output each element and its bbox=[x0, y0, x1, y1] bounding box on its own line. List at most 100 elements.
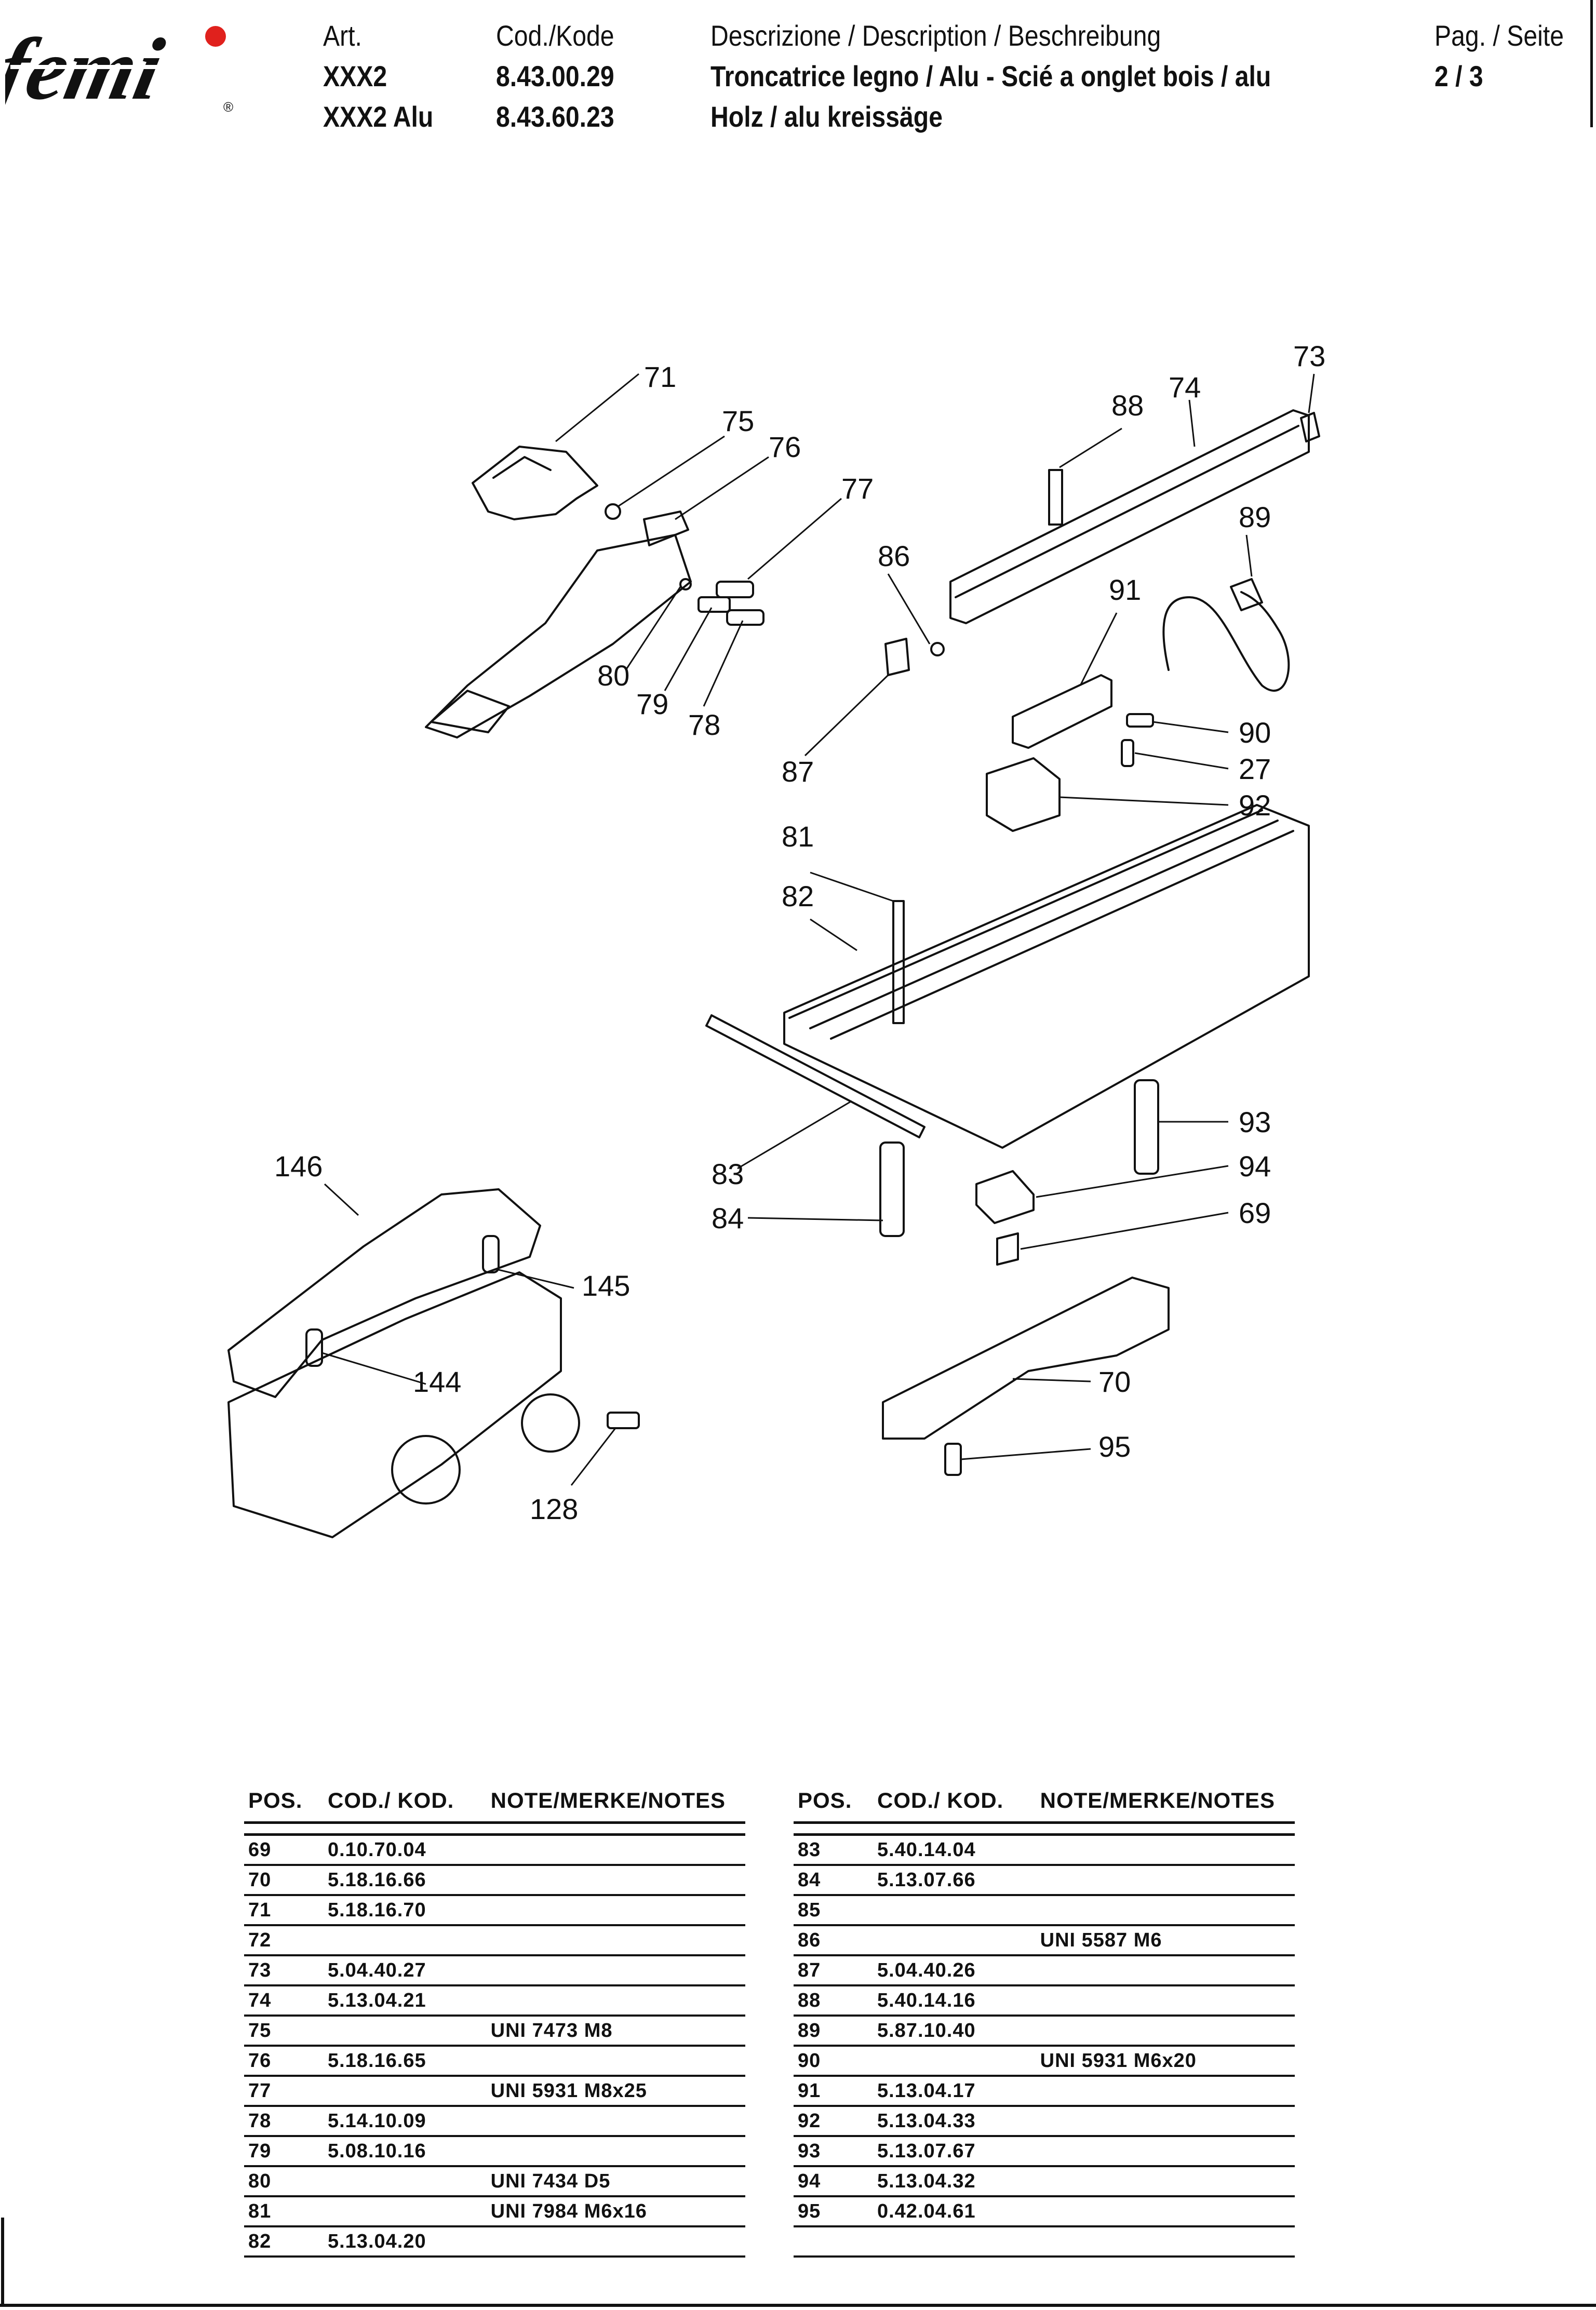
notes-cell bbox=[1036, 1834, 1295, 1866]
notes-cell: UNI 7984 M6x16 bbox=[486, 2196, 745, 2227]
pos-cell: 84 bbox=[794, 1865, 873, 1896]
notes-cell bbox=[1036, 1865, 1295, 1896]
callout-label: 80 bbox=[597, 659, 629, 692]
notes-cell bbox=[486, 2136, 745, 2167]
code-cell: 5.40.14.16 bbox=[873, 1985, 1036, 2017]
part-92-block bbox=[986, 757, 1061, 832]
pos-cell: 76 bbox=[244, 2046, 324, 2077]
part-87-bracket bbox=[884, 638, 910, 676]
part-83-rack bbox=[705, 1014, 926, 1138]
table-row: 85 bbox=[794, 1895, 1295, 1926]
callout-label: 88 bbox=[1111, 389, 1144, 422]
part-146-motor-cover bbox=[227, 1188, 541, 1398]
callout-label: 145 bbox=[582, 1269, 630, 1302]
notes-cell bbox=[1036, 1955, 1295, 1986]
cod-label: Cod./Kode bbox=[496, 19, 614, 52]
notes-cell bbox=[1036, 2016, 1295, 2047]
description-line: Holz / alu kreissäge bbox=[710, 100, 943, 133]
part-76-guard-tip bbox=[430, 690, 510, 733]
code-cell: 5.04.40.26 bbox=[873, 1955, 1036, 1986]
part-90-screw bbox=[1126, 713, 1154, 728]
callout-label: 76 bbox=[769, 431, 801, 463]
callout-label: 89 bbox=[1239, 501, 1271, 533]
pos-cell: 70 bbox=[244, 1865, 324, 1896]
pos-cell: 73 bbox=[244, 1955, 324, 1986]
leader-lines bbox=[321, 373, 1315, 1486]
header-page-column: Pag. / Seite 2 / 3 bbox=[1434, 16, 1564, 97]
code-cell bbox=[873, 1895, 1036, 1926]
callout-label: 84 bbox=[712, 1202, 744, 1234]
page-number: 2 / 3 bbox=[1434, 60, 1483, 92]
notes-cell: UNI 5931 M6x20 bbox=[1036, 2046, 1295, 2077]
code-cell: 0.10.70.04 bbox=[323, 1834, 487, 1866]
part-motor-end bbox=[521, 1393, 580, 1453]
code-cell bbox=[323, 2016, 487, 2047]
pos-cell: 74 bbox=[244, 1985, 324, 2017]
notes-cell bbox=[1036, 1895, 1295, 1926]
code-cell bbox=[873, 2226, 1036, 2258]
pos-cell: 78 bbox=[244, 2106, 324, 2137]
column-header-notes: NOTE/MERKE/NOTES bbox=[1036, 1779, 1295, 1824]
table-row bbox=[794, 2226, 1295, 2258]
part-73-clip bbox=[1300, 412, 1320, 442]
code-cell bbox=[323, 2166, 487, 2197]
notes-cell bbox=[1036, 2196, 1295, 2227]
code-cell: 5.14.10.09 bbox=[323, 2106, 487, 2137]
pos-cell: 81 bbox=[244, 2196, 324, 2227]
table-row: 72 bbox=[244, 1925, 745, 1956]
pos-cell: 80 bbox=[244, 2166, 324, 2197]
part-88-key bbox=[1048, 469, 1063, 526]
notes-cell bbox=[486, 1985, 745, 2017]
column-header-code: COD./ KOD. bbox=[323, 1779, 487, 1824]
notes-cell bbox=[486, 1955, 745, 1986]
pos-cell: 95 bbox=[794, 2196, 873, 2227]
callout-label: 74 bbox=[1169, 371, 1201, 404]
logo-dot bbox=[205, 26, 226, 47]
art-value: XXX2 bbox=[323, 60, 387, 92]
part-76-guard-arm bbox=[425, 534, 692, 738]
pos-cell: 89 bbox=[794, 2016, 873, 2047]
table-row: 90 UNI 5931 M6x20 bbox=[794, 2046, 1295, 2077]
pos-cell: 82 bbox=[244, 2226, 324, 2258]
code-cell: 5.40.14.04 bbox=[873, 1834, 1036, 1866]
callout-label: 79 bbox=[636, 688, 668, 720]
part-79-spring bbox=[698, 596, 731, 613]
notes-cell bbox=[1036, 2076, 1295, 2107]
pos-cell: 77 bbox=[244, 2076, 324, 2107]
notes-cell bbox=[486, 1834, 745, 1866]
callout-label: 90 bbox=[1239, 716, 1271, 749]
page-frame-bottom bbox=[0, 2304, 1596, 2307]
notes-cell: UNI 7434 D5 bbox=[486, 2166, 745, 2197]
pos-cell: 79 bbox=[244, 2136, 324, 2167]
cod-value: 8.43.60.23 bbox=[496, 100, 614, 133]
code-cell: 5.13.04.33 bbox=[873, 2106, 1036, 2137]
pos-cell: 90 bbox=[794, 2046, 873, 2077]
header-art-column: Art. XXX2 XXX2 Alu bbox=[323, 16, 433, 137]
page-label: Pag. / Seite bbox=[1434, 19, 1564, 52]
part-71-detail bbox=[492, 456, 552, 479]
code-cell bbox=[323, 2196, 487, 2227]
pos-cell: 71 bbox=[244, 1895, 324, 1926]
art-value: XXX2 Alu bbox=[323, 100, 434, 133]
pos-cell bbox=[794, 2226, 873, 2258]
pos-cell: 72 bbox=[244, 1925, 324, 1956]
column-header-notes: NOTE/MERKE/NOTES bbox=[486, 1779, 745, 1824]
code-cell: 0.42.04.61 bbox=[873, 2196, 1036, 2227]
part-91-support bbox=[1012, 674, 1112, 749]
callout-label: 146 bbox=[274, 1150, 323, 1183]
notes-cell bbox=[486, 2046, 745, 2077]
